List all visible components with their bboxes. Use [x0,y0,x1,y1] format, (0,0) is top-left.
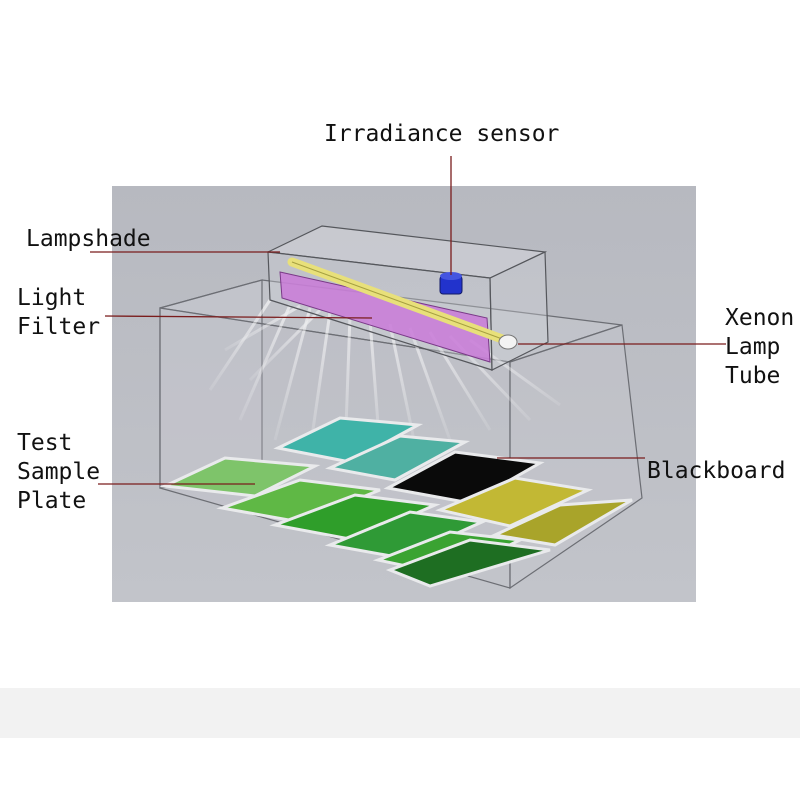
sample-plates [159,416,633,588]
label-test-line3: Plate [17,488,87,514]
label-lampshade: Lampshade [26,226,151,252]
plate-teal-mid [325,434,471,482]
light-filter [279,271,491,363]
label-test-line2: Sample [17,459,101,485]
label-light-filter-line1: Light [17,285,87,311]
plate-olive-right [435,476,594,528]
plate-green-center [269,493,441,542]
bottom-band [0,688,800,738]
plate-green-mid-left [216,478,381,524]
lamp-tube-edge [291,261,506,341]
irradiance-sensor-top [440,272,462,280]
label-test-line1: Test [17,430,73,456]
label-light-filter-line2: Filter [17,314,101,340]
plate-green-light-left [159,456,321,498]
plate-green-front-dark [385,538,551,588]
label-blackboard: Blackboard [647,458,786,484]
label-xenon-line1: Xenon [725,305,795,331]
label-xenon-line2: Lamp [725,334,781,360]
label-xenon-line3: Tube [725,363,781,389]
leader-filter [104,315,373,319]
lamp-housing [265,225,549,371]
leader-lines [90,156,726,485]
plate-teal-back [273,416,424,464]
light-beams [208,299,561,456]
plate-green-center-right [324,510,488,560]
plate-blackboard [383,450,545,505]
lamp-end-cap [498,334,518,350]
plate-olive-front-right [489,498,633,547]
label-irradiance-sensor: Irradiance sensor [324,121,560,147]
